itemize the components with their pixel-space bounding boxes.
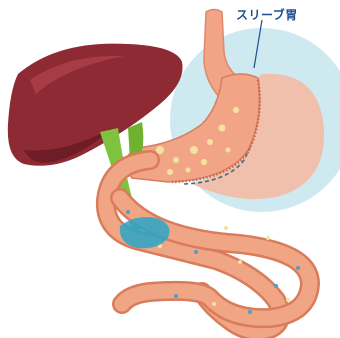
sleeve-stomach-label: スリーブ胃 (236, 6, 298, 23)
